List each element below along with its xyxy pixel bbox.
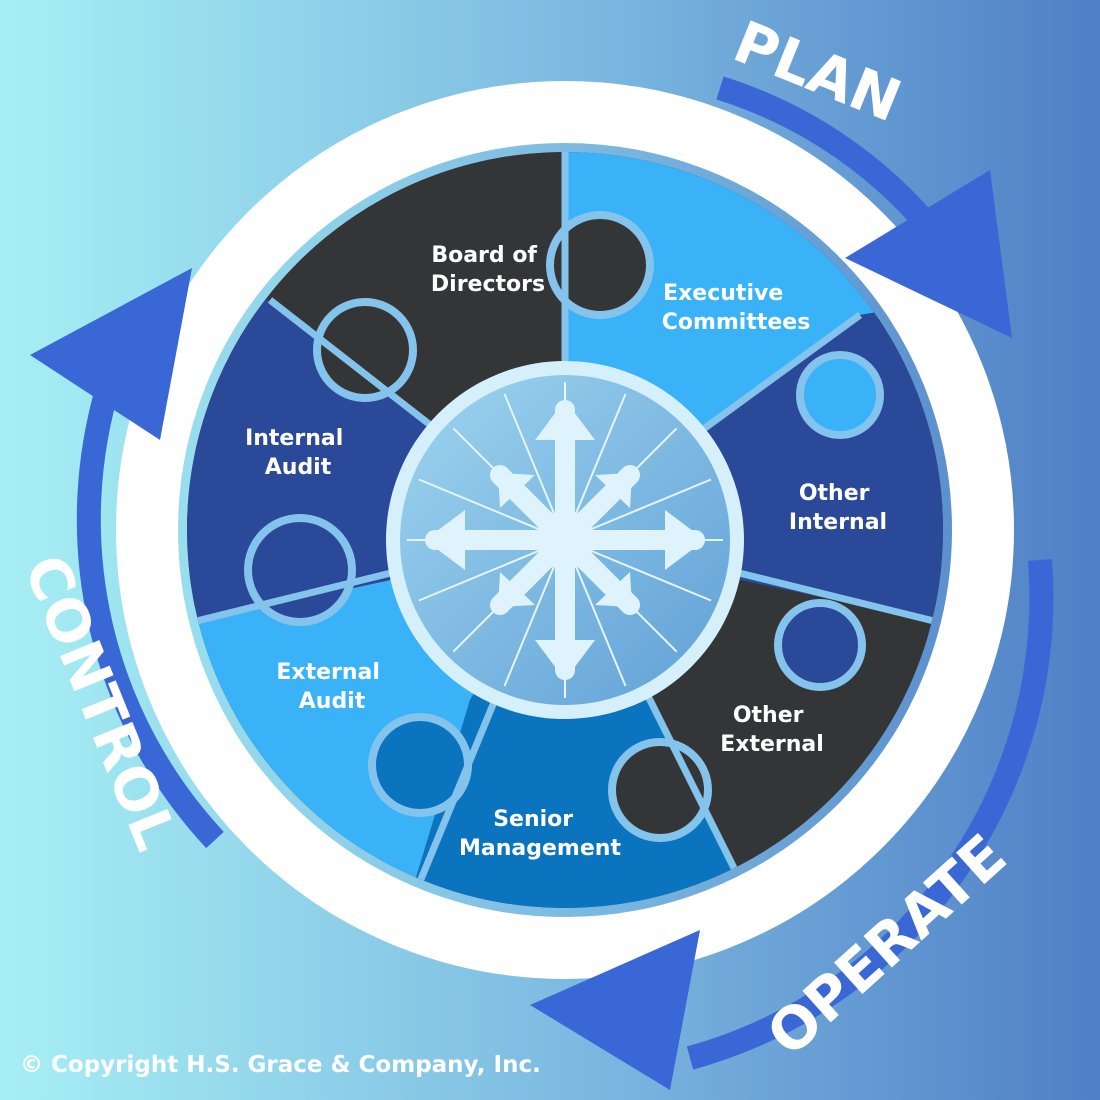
thin-arrow-line (564, 478, 712, 541)
knob-extaudit-intaudit (244, 514, 356, 626)
knob-exec-otherint (796, 351, 884, 439)
hub (386, 361, 744, 719)
cycle-label-plan: PLAN (725, 8, 911, 136)
thin-arrow-line (564, 539, 712, 602)
label-other-external: Other External (720, 703, 824, 757)
knob-board-exec (546, 211, 654, 319)
knob-intaudit-board (313, 298, 417, 402)
label-senior-management: Senior Management (459, 807, 621, 861)
thin-arrow-line (564, 539, 627, 687)
compass-arrows-icon (407, 382, 723, 698)
copyright-notice: © Copyright H.S. Grace & Company, Inc. (20, 1052, 541, 1078)
thin-arrow-line (564, 393, 627, 541)
label-board-of-directors: Board of Directors (431, 243, 545, 297)
label-other-internal: Other Internal (789, 481, 887, 535)
plan-arrow (716, 76, 1012, 338)
thin-arrow-line (503, 539, 566, 687)
control-arrow (30, 268, 224, 849)
thin-arrow-line (418, 478, 566, 541)
operate-arrow (530, 559, 1054, 1090)
thin-arrow-line (503, 393, 566, 541)
label-executive-committees: Executive Committees (662, 281, 811, 335)
label-internal-audit: Internal Audit (245, 426, 351, 480)
cycle-ring (116, 81, 1014, 979)
knob-otherint-otherext (774, 599, 866, 691)
label-external-audit: External Audit (276, 660, 387, 714)
thin-arrow-line (418, 539, 566, 602)
